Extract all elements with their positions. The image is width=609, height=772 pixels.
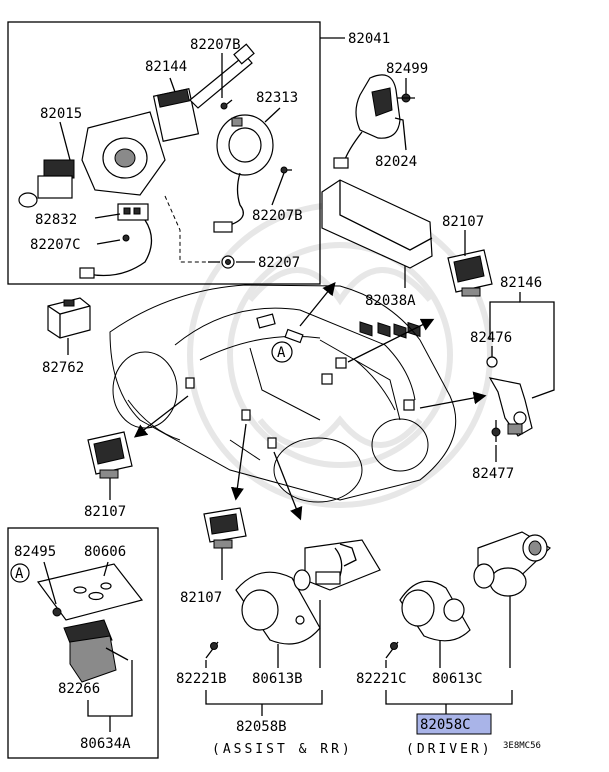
- part-82762-relay[interactable]: [47, 297, 91, 355]
- arrows: [133, 281, 487, 521]
- part-82107-window-switch-left[interactable]: [87, 431, 133, 500]
- part-82476-clip[interactable]: [486, 346, 498, 368]
- part-82058C-door-switch[interactable]: [473, 531, 551, 668]
- part-82015-combination-switch[interactable]: [18, 111, 166, 208]
- inset-A-letter: A: [15, 566, 24, 582]
- label-82058C: 82058C: [420, 717, 471, 733]
- inset-box-A: [7, 527, 159, 759]
- inset-A-marker: A: [10, 563, 30, 583]
- label-82107-left: 82107: [84, 504, 126, 520]
- part-82207B-screw-mid[interactable]: [271, 166, 292, 206]
- part-82024-mirror-switch-bezel[interactable]: [333, 74, 407, 169]
- figure-code: 3E8MC56: [503, 741, 541, 751]
- label-82495: 82495: [14, 544, 56, 560]
- part-82221C-screw[interactable]: [385, 641, 399, 668]
- part-82499-screw[interactable]: [397, 78, 415, 103]
- part-82144-turn-signal-switch[interactable]: [152, 43, 255, 142]
- part-82266-switch-body[interactable]: [63, 619, 129, 683]
- part-82495-screw[interactable]: [43, 561, 62, 617]
- label-82207B-mid: 82207B: [252, 208, 303, 224]
- label-82207C: 82207C: [30, 237, 81, 253]
- vehicle-outline: [109, 284, 457, 503]
- callout-A: A: [271, 341, 293, 363]
- label-80634A: 80634A: [80, 736, 131, 752]
- part-82107-window-switch-center[interactable]: [203, 507, 247, 580]
- label-82313: 82313: [256, 90, 298, 106]
- part-80606-bracket[interactable]: [36, 561, 144, 621]
- part-82207C-screw[interactable]: [96, 234, 130, 245]
- part-80613C-bezel[interactable]: [399, 580, 471, 668]
- caption-driver: (DRIVER): [406, 742, 493, 757]
- part-82058B-door-switch[interactable]: [293, 539, 381, 668]
- label-82041: 82041: [348, 31, 390, 47]
- label-82832: 82832: [35, 212, 77, 228]
- label-80613C: 80613C: [432, 671, 483, 687]
- label-82221C: 82221C: [356, 671, 407, 687]
- watermark-emblem: [187, 202, 493, 508]
- highlight-box: [416, 713, 492, 735]
- caption-assist-rr: (ASSIST & RR): [212, 742, 353, 757]
- part-82146-bracket[interactable]: [488, 377, 533, 437]
- label-82499: 82499: [386, 61, 428, 77]
- label-80613B: 80613B: [252, 671, 303, 687]
- label-82266: 82266: [58, 681, 100, 697]
- column-switch-group-box: [7, 21, 321, 285]
- part-82832-connector[interactable]: [79, 203, 153, 279]
- callout-A-letter: A: [277, 345, 286, 361]
- part-82207-screw[interactable]: [208, 255, 255, 269]
- label-82477: 82477: [472, 466, 514, 482]
- label-82107-right: 82107: [442, 214, 484, 230]
- part-80613B-bezel[interactable]: [235, 571, 321, 668]
- part-82477-screw[interactable]: [491, 420, 501, 462]
- label-82762: 82762: [42, 360, 84, 376]
- part-82313-clock-spring[interactable]: [213, 107, 281, 233]
- part-82038A-power-window-main-switch[interactable]: [321, 179, 433, 339]
- label-82146: 82146: [500, 275, 542, 291]
- part-82221B-screw[interactable]: [205, 641, 219, 668]
- part-82107-window-switch-right[interactable]: [447, 230, 493, 297]
- label-82207: 82207: [258, 255, 300, 271]
- label-82144: 82144: [145, 59, 187, 75]
- label-82107-center: 82107: [180, 590, 222, 606]
- highlight-82058C[interactable]: 82058C: [416, 713, 492, 735]
- label-82476: 82476: [470, 330, 512, 346]
- label-82015: 82015: [40, 106, 82, 122]
- label-82024: 82024: [375, 154, 417, 170]
- label-80606: 80606: [84, 544, 126, 560]
- label-82221B: 82221B: [176, 671, 227, 687]
- label-82207B-top: 82207B: [190, 37, 241, 53]
- label-82038A: 82038A: [365, 293, 416, 309]
- label-82058B: 82058B: [236, 719, 287, 735]
- part-82207B-screw-top[interactable]: [220, 53, 233, 110]
